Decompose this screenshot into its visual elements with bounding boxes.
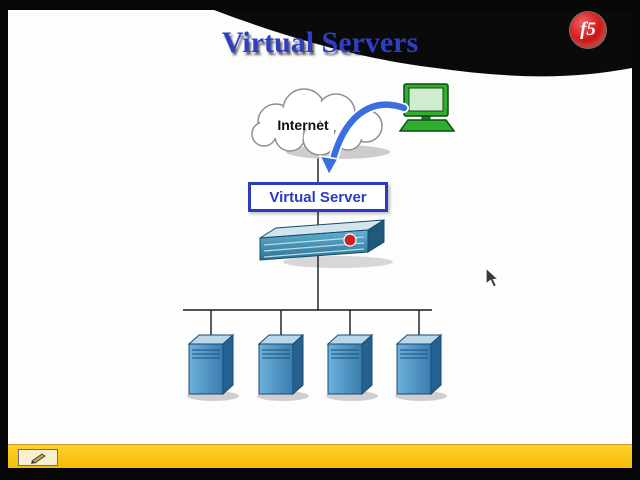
server-tower-icon [188,334,234,395]
presentation-slide: Virtual Servers f5 [8,10,632,468]
f5-logo-text: f5 [580,19,596,40]
network-diagram [183,83,456,401]
annotation-pen-icon[interactable] [18,449,58,466]
slide-title: Virtual Servers [221,26,419,59]
server-pool [187,334,447,401]
appliance-f5-badge-icon [343,233,357,247]
server-tower-icon [258,334,304,395]
corner-swoosh-graphic [214,10,632,77]
internet-label: Internet [277,117,329,133]
traffic-arrow-icon [318,99,409,177]
server-tower-icon [396,334,442,395]
annotation-bar [8,444,632,468]
server-tower-icon [327,334,373,395]
bigip-appliance-icon [259,219,393,268]
mouse-cursor-icon [485,267,500,288]
virtual-server-label: Virtual Server [269,188,367,206]
f5-logo-icon: f5 [570,12,606,48]
client-workstation-icon [398,83,456,132]
virtual-server-box: Virtual Server [248,182,388,212]
